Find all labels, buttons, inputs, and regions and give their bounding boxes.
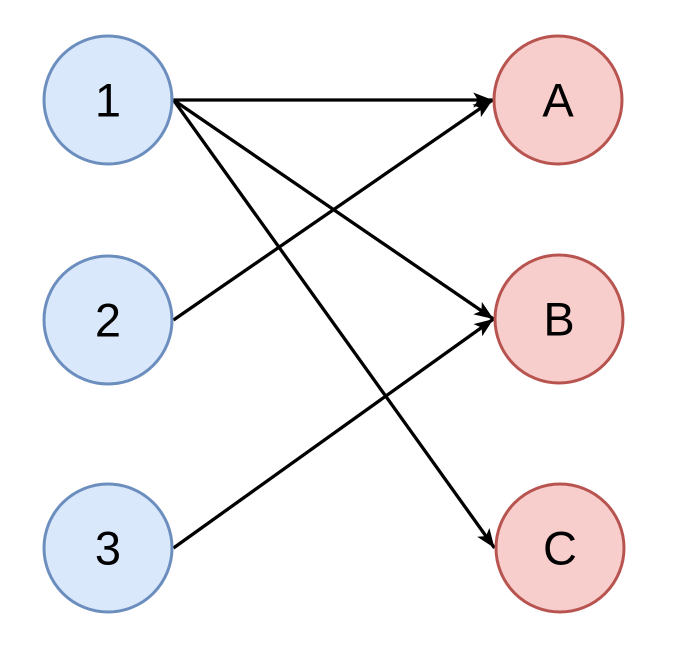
node-A: A bbox=[492, 34, 624, 166]
edge-1-to-C bbox=[172, 99, 496, 549]
edges-layer bbox=[172, 92, 496, 550]
node-B: B bbox=[493, 253, 625, 385]
node-B-circle bbox=[493, 253, 625, 385]
node-2-label: 2 bbox=[95, 294, 121, 347]
node-1-label: 1 bbox=[95, 74, 121, 127]
node-1: 1 bbox=[42, 34, 174, 166]
nodes-layer: 1 2 3 A B C bbox=[42, 34, 626, 614]
node-2-circle bbox=[42, 254, 174, 386]
node-B-label: B bbox=[543, 293, 574, 346]
node-1-circle bbox=[42, 34, 174, 166]
node-3-label: 3 bbox=[95, 522, 121, 575]
node-C-circle bbox=[494, 482, 626, 614]
node-2: 2 bbox=[42, 254, 174, 386]
node-A-circle bbox=[492, 34, 624, 166]
node-C-label: C bbox=[543, 522, 577, 575]
node-C: C bbox=[494, 482, 626, 614]
edge-3-to-B bbox=[172, 317, 495, 550]
node-3-circle bbox=[42, 482, 174, 614]
node-3: 3 bbox=[42, 482, 174, 614]
node-A-label: A bbox=[542, 74, 574, 127]
edge-2-to-A bbox=[172, 98, 494, 322]
